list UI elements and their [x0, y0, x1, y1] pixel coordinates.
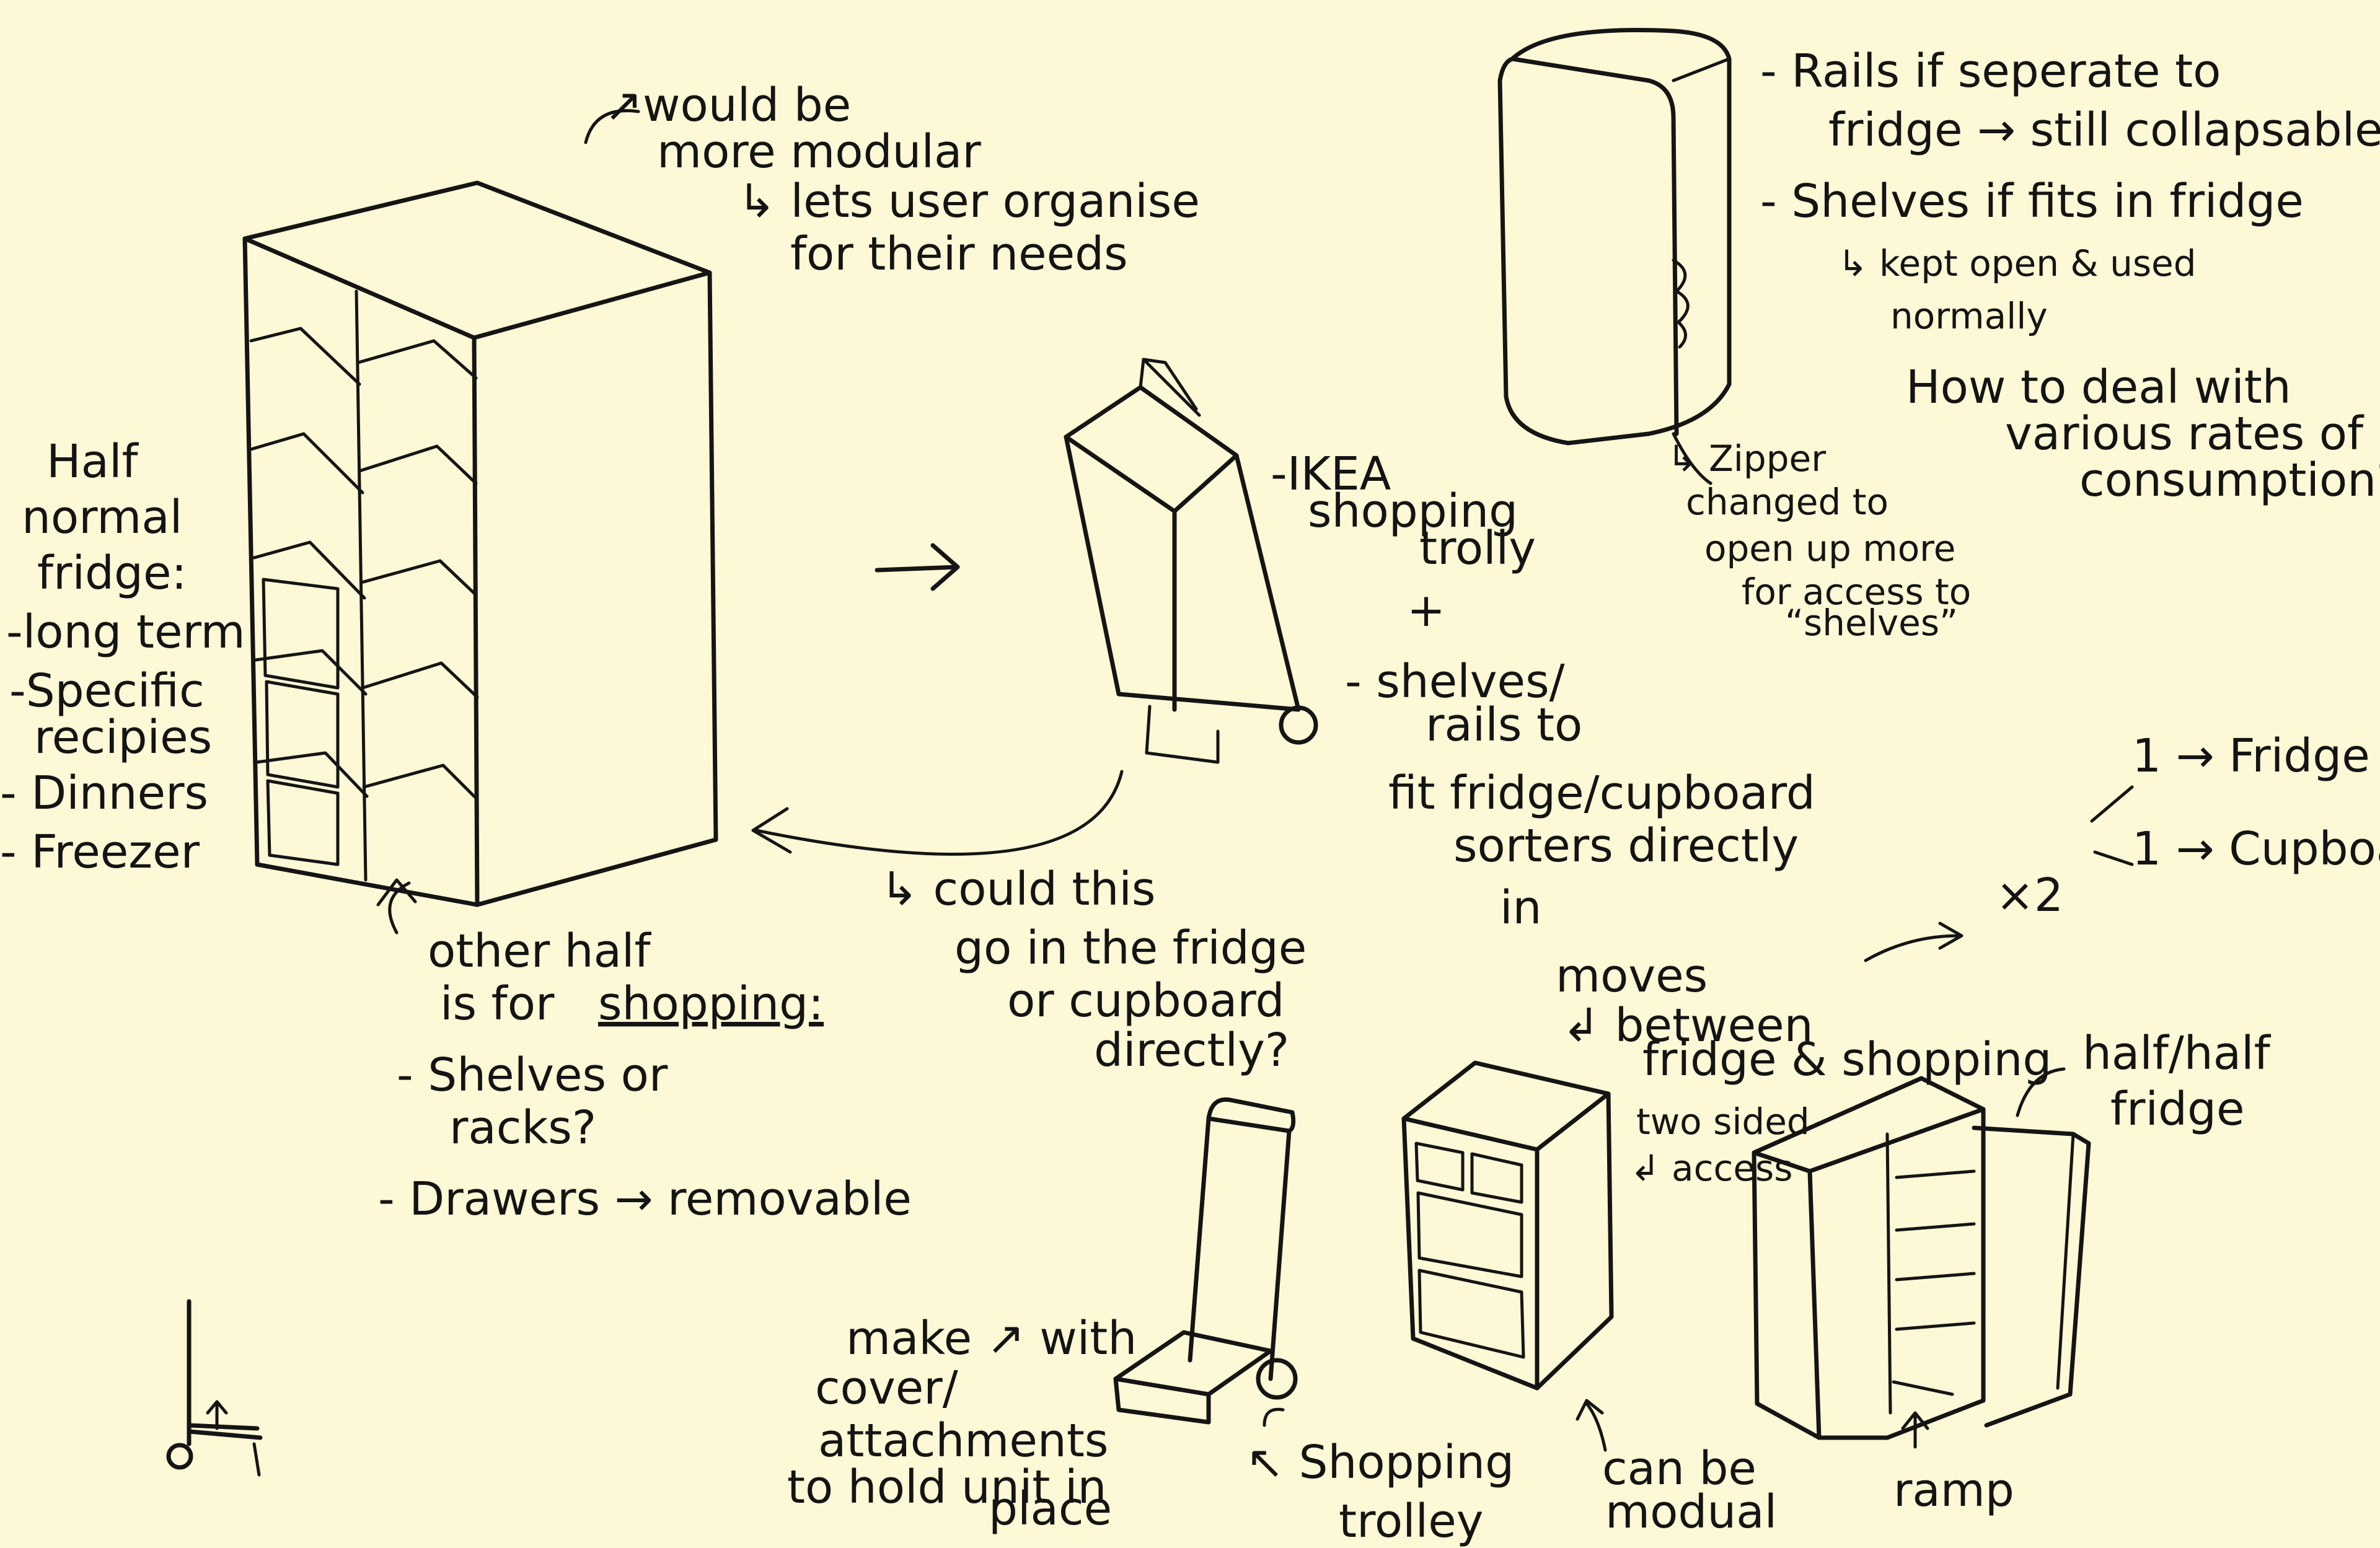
drawer-unit-drawing	[1401, 1060, 1614, 1452]
half-half-fridge-drawing	[1752, 1067, 2091, 1449]
arrow-to-trolley	[875, 543, 960, 591]
note-make-with-4: to hold unit in	[787, 1461, 1106, 1514]
note-other-half-5: racks?	[449, 1101, 596, 1154]
note-rails-1: - Rails if seperate to	[1760, 45, 2221, 98]
hand-truck-icon	[166, 1299, 263, 1477]
note-other-half-3: shopping:	[598, 977, 824, 1031]
note-x2-fridge: 1 → Fridge	[2132, 729, 2370, 783]
note-zipper-2: changed to	[1686, 481, 1889, 523]
modular-shelf-unit-drawing	[242, 109, 718, 935]
arrow-to-x2	[1864, 921, 1963, 962]
note-moves-3: fridge & shopping	[1642, 1033, 2052, 1086]
note-could-this-4: directly?	[1094, 1024, 1289, 1077]
note-consumption-2: various rates of	[2005, 407, 2365, 460]
note-rails-3: - Shelves if fits in fridge	[1760, 175, 2304, 228]
note-make-with-3: attachments	[818, 1414, 1108, 1467]
note-modular-1: ↗would be	[604, 79, 851, 132]
note-half-normal-2: normal	[22, 491, 182, 544]
note-half-normal-5: -Specific	[9, 664, 205, 718]
note-shelves-rails-3: fit fridge/cupboard	[1388, 767, 1815, 820]
note-half-normal-7: - Dinners	[0, 767, 208, 820]
note-make-with-1: make ↗ with	[846, 1312, 1137, 1365]
note-half-half-2: fridge	[2110, 1083, 2245, 1136]
split-arrows	[2090, 785, 2134, 866]
note-make-with-5: place	[989, 1482, 1112, 1536]
note-shelves-rails-1: - shelves/	[1345, 655, 1565, 708]
note-ikea-1: -IKEA	[1271, 447, 1391, 501]
note-other-half-4: - Shelves or	[397, 1049, 668, 1102]
note-zipper-4: for access to	[1742, 571, 1971, 613]
note-shelves-rails-4: sorters directly	[1453, 819, 1799, 873]
note-consumption-3: consumption?	[2079, 454, 2380, 507]
note-plus: +	[1407, 584, 1445, 637]
note-rails-4: ↳ kept open & used	[1838, 242, 2197, 284]
note-x2: ×2	[1996, 869, 2063, 922]
note-shopping-trolley-1: ↖ Shopping	[1246, 1436, 1514, 1489]
note-moves-2: ↲ between	[1562, 999, 1814, 1052]
note-modular-3: ↳ lets user organise	[738, 175, 1200, 228]
note-half-normal-3: fridge:	[37, 547, 187, 600]
note-other-half-1: other half	[428, 925, 651, 978]
note-shelves-rails-5: in	[1500, 881, 1541, 935]
note-modular-2: more modular	[657, 125, 981, 178]
note-ikea-2: shopping	[1308, 485, 1518, 538]
note-can-be-2: modual	[1605, 1485, 1777, 1539]
note-rails-2: fridge → still collapsable	[1828, 103, 2380, 157]
note-ramp: ramp	[1893, 1464, 2014, 1517]
note-could-this-3: or cupboard	[1007, 974, 1284, 1027]
note-modular-4: for their needs	[790, 227, 1128, 281]
note-x2-cupboard: 1 → Cupboard	[2132, 822, 2380, 876]
note-rails-5: normally	[1890, 295, 2048, 337]
note-half-normal-8: - Freezer	[0, 825, 200, 879]
note-make-with-2: cover/	[815, 1361, 958, 1415]
note-can-be-1: can be	[1602, 1442, 1756, 1495]
note-could-this-1: ↳ could this	[880, 863, 1155, 916]
note-half-normal-1: Half	[46, 435, 139, 488]
note-shopping-trolley-2: trolley	[1339, 1495, 1484, 1548]
note-two-sided-2: ↲ access	[1630, 1147, 1792, 1189]
note-half-normal-4: -long term	[6, 605, 245, 659]
shopping-trolley-drawing	[1113, 1097, 1298, 1427]
collapsible-fridge-drawing	[1497, 27, 1732, 485]
note-could-this-2: go in the fridge	[954, 921, 1307, 975]
ikea-trolley-drawing	[751, 358, 1318, 856]
note-ikea-3: trolly	[1419, 522, 1536, 575]
note-two-sided-1: two sided	[1636, 1101, 1810, 1143]
note-half-normal-6: recipies	[34, 711, 212, 764]
note-consumption-1: How to deal with	[1906, 361, 2291, 414]
note-shelves-rails-2: rails to	[1426, 698, 1582, 752]
note-half-half-1: half/half	[2082, 1027, 2272, 1080]
note-moves-1: moves	[1556, 949, 1708, 1003]
note-zipper-1: ↳ Zipper	[1667, 438, 1826, 480]
note-other-half-2: is for	[440, 977, 555, 1031]
note-zipper-3: open up more	[1704, 527, 1955, 570]
note-other-half-6: - Drawers → removable	[378, 1172, 912, 1226]
note-zipper-5: “shelves”	[1785, 602, 1958, 644]
